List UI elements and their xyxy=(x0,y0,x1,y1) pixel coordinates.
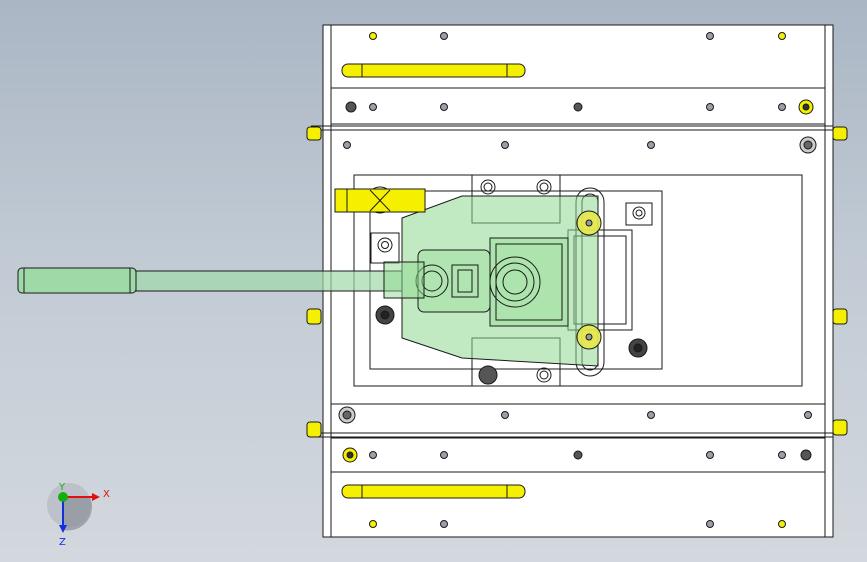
screw-top-2 xyxy=(440,32,448,40)
screw-r4-2 xyxy=(501,411,509,419)
screw-r5-4 xyxy=(573,450,583,460)
left-pin-mid xyxy=(306,308,322,325)
lever-x-2 xyxy=(369,189,391,212)
screw-r3-1 xyxy=(343,141,351,149)
bottom-handle[interactable] xyxy=(341,484,526,499)
slide-neck xyxy=(417,249,491,313)
side-guide-pins xyxy=(306,126,848,438)
ejector-hole-right-in xyxy=(633,343,643,353)
corner-screw xyxy=(632,206,646,220)
transparent-slide-part[interactable] xyxy=(401,195,602,367)
right-pin-bottom xyxy=(832,419,848,436)
screw-bot-4 xyxy=(778,520,786,528)
screw-r5-3 xyxy=(440,451,448,459)
nozzle-block-inner xyxy=(457,269,473,293)
corner-screw-box xyxy=(625,202,653,226)
screw-r2-2 xyxy=(369,103,377,111)
core-outer-ring xyxy=(489,256,541,308)
nozzle-block xyxy=(451,264,479,298)
bottom-slider-hole-r-in xyxy=(539,370,549,380)
screw-r5-7 xyxy=(800,449,812,461)
screw-r3-2 xyxy=(501,141,509,149)
z-axis-arrow xyxy=(59,525,67,533)
screw-top-1 xyxy=(369,32,377,40)
push-rod-main[interactable] xyxy=(17,267,137,294)
screw-top-4 xyxy=(778,32,786,40)
slide-pin-top-center xyxy=(585,219,593,227)
left-screw-in xyxy=(381,241,389,249)
top-slider-hole-l xyxy=(480,179,496,195)
core-inner-ring xyxy=(502,269,528,295)
screw-r5-6 xyxy=(778,451,786,459)
y-axis-dot xyxy=(58,492,68,502)
screw-r5-5 xyxy=(706,451,714,459)
y-axis-label: Y xyxy=(58,482,66,493)
screw-r2-4 xyxy=(573,102,583,112)
corner-screw-in xyxy=(635,209,643,217)
push-rod[interactable] xyxy=(17,261,425,299)
screw-r2-6 xyxy=(778,103,786,111)
screw-r4-1-inner xyxy=(342,410,352,420)
screw-r4-3 xyxy=(647,411,655,419)
right-pin-mid xyxy=(832,308,848,325)
ejector-handles[interactable] xyxy=(341,63,526,499)
screw-r2-7-inner xyxy=(802,103,810,111)
ejector-holes xyxy=(375,305,648,358)
screw-bot-1 xyxy=(369,520,377,528)
slide-pin-bottom-center xyxy=(585,333,593,341)
core-mid-ring xyxy=(495,262,535,302)
coordinate-triad: X Y Z xyxy=(47,482,110,548)
screw-r3-3 xyxy=(647,141,655,149)
screw-bot-2 xyxy=(440,520,448,528)
screw-r2-5 xyxy=(706,103,714,111)
left-pin-bottom xyxy=(306,421,322,438)
top-slider-hole-r-in xyxy=(539,182,549,192)
slide-core-box xyxy=(489,237,569,327)
bottom-slider-hole-l xyxy=(478,365,498,385)
screw-r5-2 xyxy=(369,451,377,459)
top-slider-hole-r xyxy=(536,179,552,195)
push-rod-extension xyxy=(135,270,403,292)
fastener-holes xyxy=(338,32,817,528)
left-screw xyxy=(377,237,393,253)
screw-bot-3 xyxy=(706,520,714,528)
x-axis-label: X xyxy=(103,489,110,500)
screw-r4-4 xyxy=(804,411,812,419)
screw-r2-3 xyxy=(440,103,448,111)
screw-r2-1 xyxy=(345,101,357,113)
bottom-slider-hole-r xyxy=(536,367,552,383)
ejector-hole-left-in xyxy=(380,310,390,320)
right-pin-top xyxy=(832,126,848,141)
left-pin-top xyxy=(306,126,322,141)
top-handle[interactable] xyxy=(341,63,526,78)
z-axis-label: Z xyxy=(59,537,66,548)
screw-top-3 xyxy=(706,32,714,40)
screw-r5-1-inner xyxy=(346,451,354,459)
x-axis-arrow xyxy=(92,493,100,501)
top-slider-hole-l-in xyxy=(483,182,493,192)
screw-r3-4-inner xyxy=(803,140,813,150)
push-rod-tip xyxy=(383,261,425,299)
yellow-clamp-lever[interactable] xyxy=(334,186,426,214)
triad-shadow xyxy=(63,497,92,531)
